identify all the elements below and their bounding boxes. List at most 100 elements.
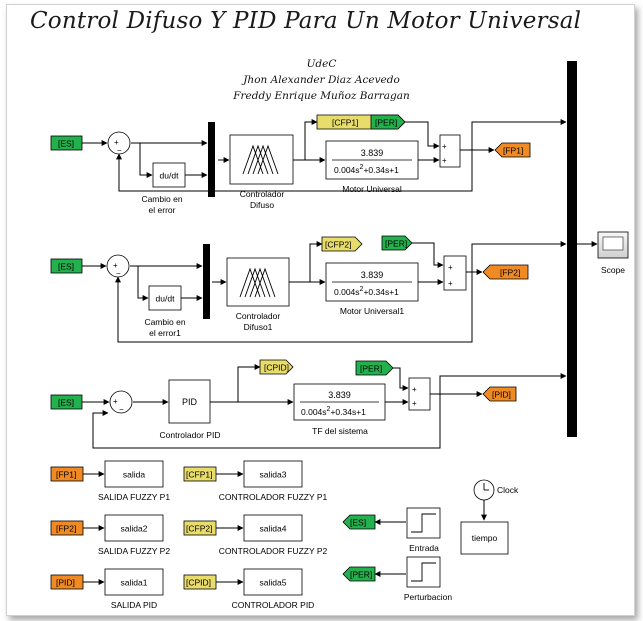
sink-salida[interactable]: salida <box>104 460 164 488</box>
label-cambio-error1-2: el error1 <box>149 328 181 338</box>
sink-tiempo[interactable]: tiempo <box>460 521 509 555</box>
svg-text:salida: salida <box>123 470 145 480</box>
svg-text:3.839: 3.839 <box>361 270 384 280</box>
svg-text:+: + <box>114 138 119 147</box>
svg-text:[PER]: [PER] <box>360 364 382 374</box>
from-tag-fp1[interactable]: [FP1] <box>50 466 84 482</box>
sum-block-row3[interactable]: + − <box>109 390 133 414</box>
svg-text:[CPID]: [CPID] <box>186 578 211 588</box>
from-tag-pid[interactable]: [PID] <box>50 574 84 590</box>
svg-text:+: + <box>113 261 118 270</box>
author-line-2: Jhon Alexander Diaz Acevedo <box>243 74 400 86</box>
label-controlador-difuso: Controlador <box>240 189 285 199</box>
svg-text:+: + <box>113 397 118 406</box>
label-motor-universal: Motor Universal <box>342 184 402 194</box>
tf-sistema-block[interactable]: 3.839 0.004s2+0.34s+1 <box>293 383 386 421</box>
goto-tag-per[interactable]: [PER] <box>342 566 376 582</box>
tag-cfp2[interactable]: [CFP2] <box>321 236 363 252</box>
tag-es-row2[interactable]: [ES] <box>50 258 83 274</box>
scope-block[interactable] <box>597 231 629 259</box>
svg-text:du/dt: du/dt <box>156 294 176 304</box>
tag-es-row1[interactable]: [ES] <box>50 135 83 151</box>
tag-cpid[interactable]: [CPID] <box>259 359 294 375</box>
label-salida-fuzzy-p1: SALIDA FUZZY P1 <box>98 492 170 502</box>
sum-perturbation-row3[interactable]: + + <box>408 377 431 411</box>
label-controlador-difuso1: Controlador <box>236 311 281 321</box>
svg-text:+: + <box>412 399 417 408</box>
svg-text:salida4: salida4 <box>260 524 287 534</box>
step-block-entrada[interactable] <box>406 507 441 539</box>
tag-es-row3[interactable]: [ES] <box>50 394 83 410</box>
svg-text:[ES]: [ES] <box>350 518 366 528</box>
label-controlador-pid-out: CONTROLADOR PID <box>232 600 315 610</box>
label-scope: Scope <box>601 265 625 275</box>
from-tag-fp2[interactable]: [FP2] <box>50 520 84 536</box>
from-tag-cfp1[interactable]: [CFP1] <box>183 466 217 482</box>
sink-salida5[interactable]: salida5 <box>243 568 303 596</box>
sink-salida4[interactable]: salida4 <box>243 514 303 542</box>
sink-salida1[interactable]: salida1 <box>104 568 164 596</box>
svg-text:0.004s2+0.34s+1: 0.004s2+0.34s+1 <box>334 164 399 175</box>
derivative-block-row1[interactable]: du/dt <box>152 162 186 188</box>
sum-block-row2[interactable]: + − <box>106 254 130 278</box>
label-salida-pid: SALIDA PID <box>111 600 157 610</box>
svg-text:salida3: salida3 <box>260 470 287 480</box>
sink-salida3[interactable]: salida3 <box>243 460 303 488</box>
svg-text:[FP1]: [FP1] <box>503 146 523 156</box>
sum-block-row1[interactable]: + − <box>107 131 131 155</box>
step-block-perturbacion[interactable] <box>406 556 441 588</box>
label-cambio-error1: Cambio en <box>144 317 185 327</box>
label-cambio-error: Cambio en <box>141 194 182 204</box>
tag-fp1-goto[interactable]: [FP1] <box>494 142 531 158</box>
tag-pid-goto[interactable]: [PID] <box>482 386 517 402</box>
tag-fp2-goto[interactable]: [FP2] <box>482 264 529 280</box>
motor-universal1-tf[interactable]: 3.839 0.004s2+0.34s+1 <box>325 262 419 302</box>
svg-text:salida2: salida2 <box>121 524 148 534</box>
svg-text:[PER]: [PER] <box>385 239 407 249</box>
mux-bar-scope[interactable] <box>567 61 577 437</box>
svg-text:[PER]: [PER] <box>375 118 397 128</box>
tag-per-row3[interactable]: [PER] <box>355 360 394 376</box>
derivative-block-row2[interactable]: du/dt <box>148 285 182 311</box>
fuzzy-controller1-block[interactable] <box>226 257 290 307</box>
pid-controller-block[interactable]: PID <box>168 379 211 424</box>
label-tf-sistema: TF del sistema <box>312 426 368 436</box>
label-motor-universal1: Motor Universal1 <box>340 306 405 316</box>
label-entrada: Entrada <box>409 543 439 553</box>
from-tag-cpid[interactable]: [CPID] <box>183 574 217 590</box>
goto-tag-es[interactable]: [ES] <box>342 514 376 530</box>
page-title: Control Difuso Y PID Para Un Motor Unive… <box>30 8 582 34</box>
svg-text:3.839: 3.839 <box>361 148 384 158</box>
from-tag-cfp2[interactable]: [CFP2] <box>183 520 217 536</box>
svg-text:+: + <box>442 156 447 165</box>
mux-bar-row1[interactable] <box>208 122 215 197</box>
svg-text:du/dt: du/dt <box>160 171 180 181</box>
fuzzy-controller-block[interactable] <box>229 134 294 185</box>
svg-text:+: + <box>448 279 453 288</box>
tag-per-row1[interactable]: [PER] <box>370 114 406 130</box>
svg-text:−: − <box>119 405 124 414</box>
sum-perturbation-row1[interactable]: + + <box>439 134 461 168</box>
sum-perturbation-row2[interactable]: + + <box>443 255 467 291</box>
svg-text:[ES]: [ES] <box>58 139 74 149</box>
svg-text:0.004s2+0.34s+1: 0.004s2+0.34s+1 <box>334 286 399 297</box>
motor-universal-tf[interactable]: 3.839 0.004s2+0.34s+1 <box>325 140 419 180</box>
svg-text:−: − <box>117 146 122 155</box>
svg-text:[PID]: [PID] <box>492 390 511 400</box>
mux-bar-row2[interactable] <box>203 244 210 319</box>
svg-text:[PID]: [PID] <box>56 578 75 588</box>
label-cambio-error-2: el error <box>149 205 176 215</box>
model-canvas <box>6 4 635 616</box>
sink-salida2[interactable]: salida2 <box>104 514 164 542</box>
svg-text:[CPID]: [CPID] <box>264 363 289 373</box>
svg-text:[ES]: [ES] <box>58 262 74 272</box>
svg-text:salida1: salida1 <box>121 578 148 588</box>
tag-per-row2[interactable]: [PER] <box>381 235 413 251</box>
svg-text:[FP2]: [FP2] <box>56 524 76 534</box>
svg-text:+: + <box>442 142 447 151</box>
svg-text:[CFP2]: [CFP2] <box>325 240 351 250</box>
author-line-3: Freddy Enrique Muñoz Barragan <box>233 90 410 102</box>
clock-icon[interactable] <box>473 479 495 501</box>
label-salida-fuzzy-p2: SALIDA FUZZY P2 <box>98 546 170 556</box>
